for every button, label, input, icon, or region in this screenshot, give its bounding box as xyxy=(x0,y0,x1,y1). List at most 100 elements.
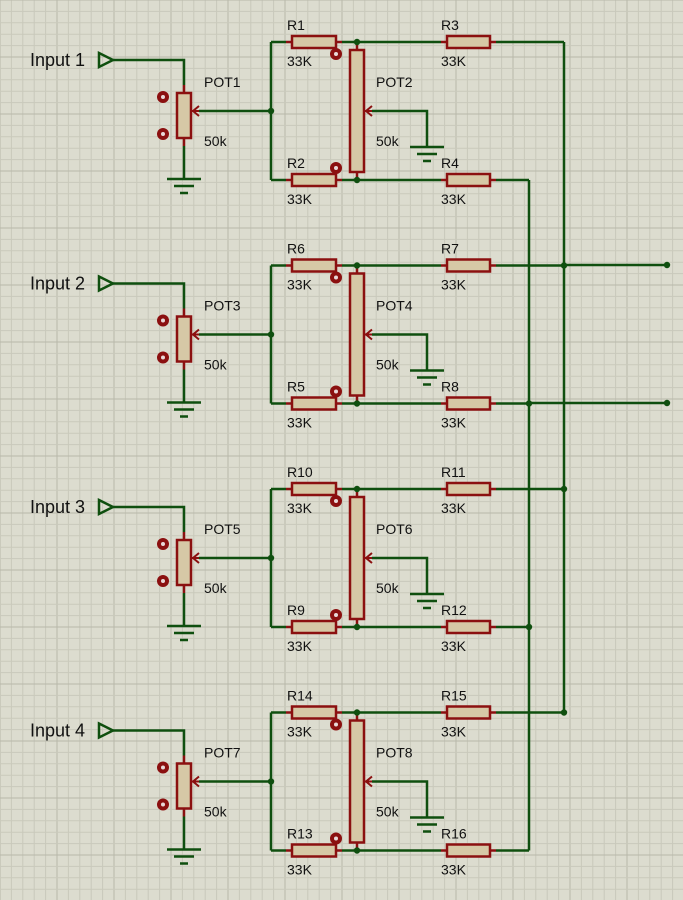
junction-dot xyxy=(525,400,533,407)
pot-mid-name: POT8 xyxy=(376,745,413,761)
wires xyxy=(113,40,667,852)
pot-wiper-arrow xyxy=(191,552,200,564)
resistor-value: 33K xyxy=(287,500,313,516)
resistor-value: 33K xyxy=(287,415,313,431)
pot-in xyxy=(175,315,193,363)
pot-pin-center xyxy=(161,579,165,583)
resistor-name: R3 xyxy=(441,17,459,33)
resistor-name: R1 xyxy=(287,17,305,33)
pot-pin-center xyxy=(334,389,338,394)
junction-dot xyxy=(560,262,568,269)
pot-in xyxy=(175,91,193,140)
pot-wiper-arrow xyxy=(191,328,200,341)
resistor-value: 33K xyxy=(441,638,467,654)
resistor xyxy=(290,396,338,411)
pot-in-name: POT1 xyxy=(204,74,241,90)
resistor-value: 33K xyxy=(441,191,467,207)
resistor-value: 33K xyxy=(441,724,467,740)
pot-wiper-arrow xyxy=(364,328,373,341)
input-wire xyxy=(113,58,186,85)
input-label: Input 2 xyxy=(30,274,85,294)
input-terminal-icon xyxy=(97,274,116,293)
resistor-name: R9 xyxy=(287,602,305,618)
resistor xyxy=(290,258,338,273)
junction-dot xyxy=(353,847,361,854)
pot-mid-name: POT2 xyxy=(376,74,413,90)
junction-dot xyxy=(663,399,671,407)
junction-dot xyxy=(267,107,275,115)
ground-wire xyxy=(372,780,429,818)
pot-pin-center xyxy=(334,722,338,727)
resistor-name: R5 xyxy=(287,379,305,395)
resistor-name: R13 xyxy=(287,826,313,842)
pot-pin-center xyxy=(161,318,165,323)
pot-mid xyxy=(348,495,366,621)
resistor-name: R15 xyxy=(441,688,467,704)
resistor-name: R2 xyxy=(287,155,305,171)
pot-wiper-arrow xyxy=(191,105,200,117)
input-label: Input 1 xyxy=(30,50,85,70)
junction-dot xyxy=(267,778,275,785)
resistor-value: 33K xyxy=(441,500,467,516)
resistor-value: 33K xyxy=(287,53,313,69)
input-wire xyxy=(113,505,186,532)
pot-pin-center xyxy=(161,542,165,546)
junction-dot xyxy=(525,623,533,631)
resistor-name: R6 xyxy=(287,241,305,257)
resistor-value: 33K xyxy=(441,277,467,293)
resistor-name: R14 xyxy=(287,688,313,704)
resistor xyxy=(445,396,492,411)
pot-mid-value: 50k xyxy=(376,804,400,820)
input-terminal-icon xyxy=(97,497,116,517)
pot-mid xyxy=(348,719,366,844)
resistor-name: R8 xyxy=(441,379,459,395)
resistor xyxy=(445,34,492,50)
junction-dot xyxy=(353,176,361,184)
resistor xyxy=(445,481,492,497)
pot-in xyxy=(175,538,193,587)
resistor-value: 33K xyxy=(287,724,313,740)
input-wire xyxy=(113,729,186,756)
junction-dot xyxy=(353,709,361,716)
pot-pin-center xyxy=(334,166,338,170)
resistor-value: 33K xyxy=(287,191,313,207)
pot-wiper-arrow xyxy=(364,775,373,788)
pot-mid-value: 50k xyxy=(376,357,400,373)
resistor xyxy=(445,843,492,858)
pot-wiper-arrow xyxy=(191,775,200,788)
junction-dot xyxy=(663,261,671,269)
resistor xyxy=(290,705,338,720)
ground-wire xyxy=(372,333,429,371)
input-label: Input 3 xyxy=(30,497,85,517)
ground-wire xyxy=(372,556,429,594)
resistor-name: R16 xyxy=(441,826,467,842)
resistor-name: R4 xyxy=(441,155,459,171)
resistor-name: R7 xyxy=(441,241,459,257)
junction-dot xyxy=(267,331,275,338)
junction-dot xyxy=(353,400,361,407)
junctions xyxy=(267,38,671,854)
junction-dot xyxy=(560,485,568,493)
resistor xyxy=(445,619,492,635)
resistor-name: R10 xyxy=(287,464,313,480)
resistor-value: 33K xyxy=(441,415,467,431)
junction-dot xyxy=(560,709,568,716)
pot-in-value: 50k xyxy=(204,357,228,373)
junction-dot xyxy=(353,485,361,493)
pot-mid xyxy=(348,272,366,397)
pot-mid-value: 50k xyxy=(376,580,400,596)
pot-pin-center xyxy=(161,355,165,360)
ground-wire xyxy=(372,109,429,147)
pot-mid-name: POT6 xyxy=(376,521,413,537)
pot-mid-value: 50k xyxy=(376,133,400,149)
junction-dot xyxy=(267,554,275,562)
resistor xyxy=(290,481,338,497)
input-terminal-icon xyxy=(97,50,116,70)
junction-dot xyxy=(353,38,361,46)
resistor-value: 33K xyxy=(441,862,467,878)
pot-in-value: 50k xyxy=(204,133,228,149)
resistor xyxy=(290,619,338,635)
input-terminal-icon xyxy=(97,721,116,740)
resistor xyxy=(445,172,492,188)
resistor xyxy=(445,705,492,720)
